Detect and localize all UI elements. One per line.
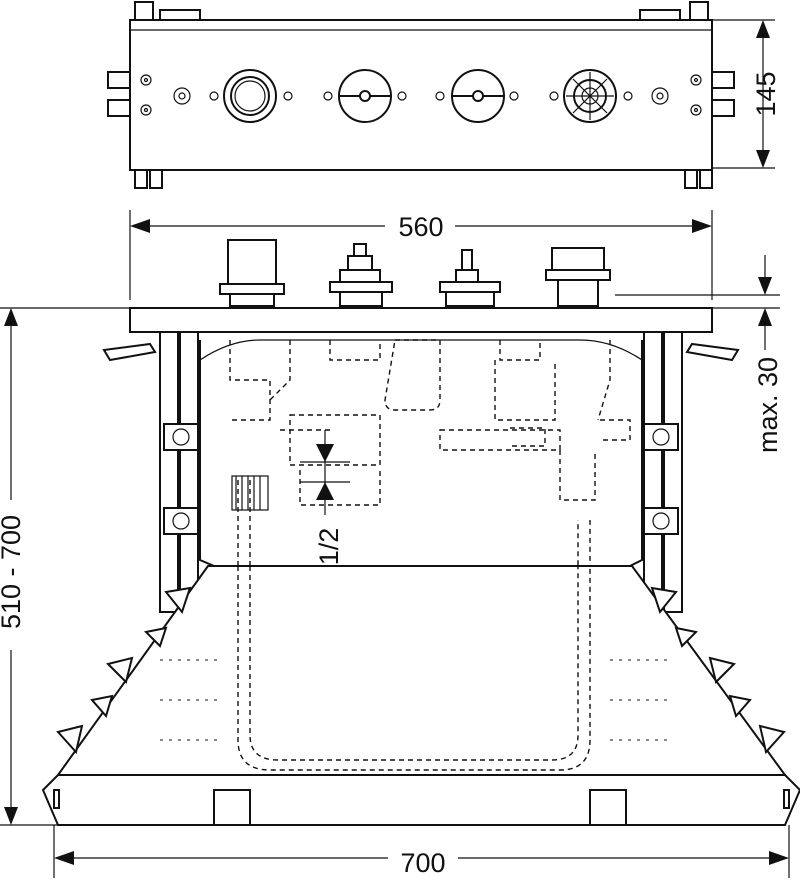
- front-view: R 1/2: [41, 239, 800, 826]
- valve-body-2: [329, 243, 393, 307]
- dim-max30: max. 30: [615, 255, 783, 453]
- dim-max30-label: max. 30: [753, 357, 783, 453]
- valve-body-3: [439, 249, 501, 307]
- dim-145: 145: [712, 19, 781, 169]
- dim-145-label: 145: [751, 71, 781, 116]
- dim-700: 700: [53, 825, 790, 878]
- dim-510-700: 510 - 700: [0, 307, 130, 826]
- top-view: [107, 1, 735, 189]
- dim-560-label: 560: [398, 212, 443, 242]
- valve-body-1: [219, 239, 285, 307]
- base-plate: [41, 774, 800, 826]
- dim-560: 560: [129, 210, 713, 300]
- valve-body-4: [545, 247, 611, 307]
- dim-510-700-label: 510 - 700: [0, 515, 26, 629]
- dim-700-label: 700: [400, 848, 445, 878]
- top-plate: [129, 307, 713, 333]
